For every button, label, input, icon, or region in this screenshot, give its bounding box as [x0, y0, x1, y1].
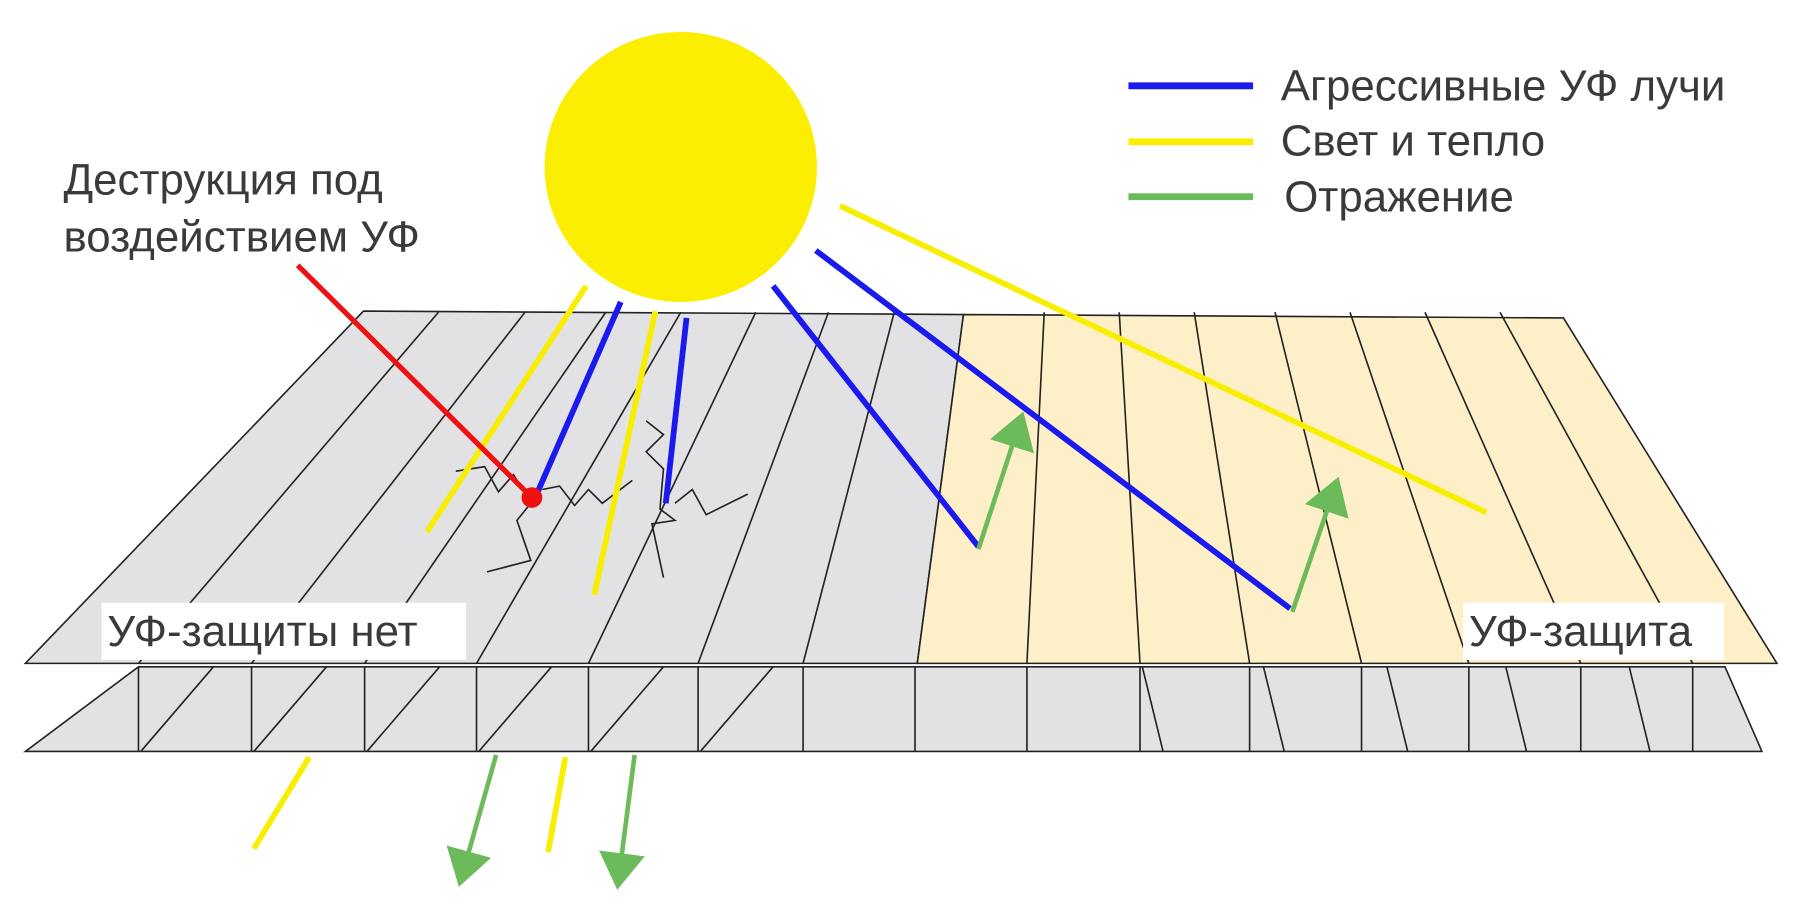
- sheet-channel-line: [475, 311, 682, 664]
- no-protection-label: УФ-защиты нет: [107, 607, 417, 656]
- bottom-diagonal: [1386, 666, 1409, 752]
- bottom-diagonal: [140, 666, 215, 752]
- bottom-diagonal: [699, 666, 774, 752]
- bottom-diagonal: [1141, 666, 1164, 752]
- legend-label-light: Свет и тепло: [1281, 117, 1545, 166]
- protection-label: УФ-защита: [1469, 607, 1693, 656]
- legend-label-reflection: Отражение: [1284, 173, 1514, 222]
- destruction-label-line1: Деструкция под: [63, 156, 382, 205]
- bottom-diagonal: [478, 666, 553, 752]
- destruction-label-line2: воздействием УФ: [63, 213, 419, 262]
- sheet-channel-line: [697, 311, 830, 664]
- reflection-rays: [446, 411, 1349, 890]
- sheet-channel-line: [587, 311, 757, 664]
- bottom-diagonal: [590, 666, 665, 752]
- destruction-pointer: [295, 263, 543, 508]
- legend-label-uv: Агрессивные УФ лучи: [1281, 62, 1726, 111]
- legend: Агрессивные УФ лучи Свет и тепло Отражен…: [1128, 62, 1725, 222]
- sun-icon: [544, 32, 817, 302]
- sheet-channel-line: [1193, 312, 1251, 664]
- bottom-diagonal: [366, 666, 441, 752]
- bottom-diagonal: [1262, 666, 1286, 752]
- bottom-diagonal: [1628, 666, 1651, 752]
- bottom-diagonal: [253, 666, 328, 752]
- bottom-diagonal: [1504, 666, 1528, 752]
- sheet-channel-line: [802, 312, 896, 664]
- sheet-channel-line: [1026, 312, 1046, 664]
- bottom-sheet-layer: [22, 666, 1764, 753]
- sheet-channel-line: [1349, 311, 1470, 664]
- light-heat-rays: [251, 203, 1488, 853]
- uv-rays: [535, 248, 1292, 611]
